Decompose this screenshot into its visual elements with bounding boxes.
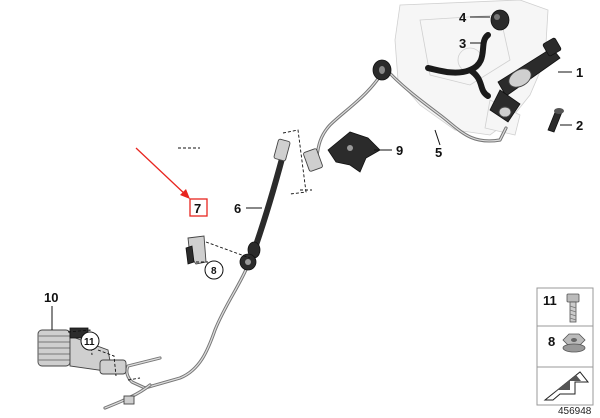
bracket-part-9 xyxy=(327,131,381,173)
highlight-arrow xyxy=(135,147,190,199)
hose-part-6 xyxy=(247,138,291,259)
callout-1: 1 xyxy=(576,65,583,80)
slave-cylinder-part-10 xyxy=(37,327,127,375)
callout-10: 10 xyxy=(44,290,58,305)
legend-item-8-label: 8 xyxy=(548,334,555,349)
assembly-dashes xyxy=(67,129,312,381)
callout-8-circle xyxy=(204,260,224,280)
direction-arrow-icon xyxy=(543,371,590,401)
bracket-part-7 xyxy=(185,235,207,265)
flange-nut-icon xyxy=(562,333,586,353)
legend-item-11-label: 11 xyxy=(543,293,557,308)
pressure-line-part-5 xyxy=(303,59,508,172)
callout-6: 6 xyxy=(234,201,241,216)
legend-box: 11 8 xyxy=(536,287,594,406)
callout-11-circle xyxy=(80,331,100,351)
callout-5: 5 xyxy=(435,145,442,160)
callout-labels: 1 2 3 4 5 6 7 8 9 10 11 xyxy=(44,10,583,351)
callout-4: 4 xyxy=(459,10,467,25)
callout-8: 8 xyxy=(211,266,217,277)
grommet-part-4 xyxy=(490,9,510,31)
pin-part-2 xyxy=(547,108,564,133)
callout-9: 9 xyxy=(396,143,403,158)
callout-2: 2 xyxy=(576,118,583,133)
callout-7-highlight-box xyxy=(189,198,208,217)
master-cylinder-part-1 xyxy=(489,37,562,123)
callout-11: 11 xyxy=(84,337,95,348)
pressure-line-lower xyxy=(103,253,257,410)
callout-3: 3 xyxy=(459,36,466,51)
leader-lines xyxy=(51,16,572,330)
callout-7: 7 xyxy=(194,201,201,216)
diagram-number: 456948 xyxy=(558,406,592,417)
hose-part-3 xyxy=(425,32,491,99)
bolt-icon xyxy=(566,293,580,323)
